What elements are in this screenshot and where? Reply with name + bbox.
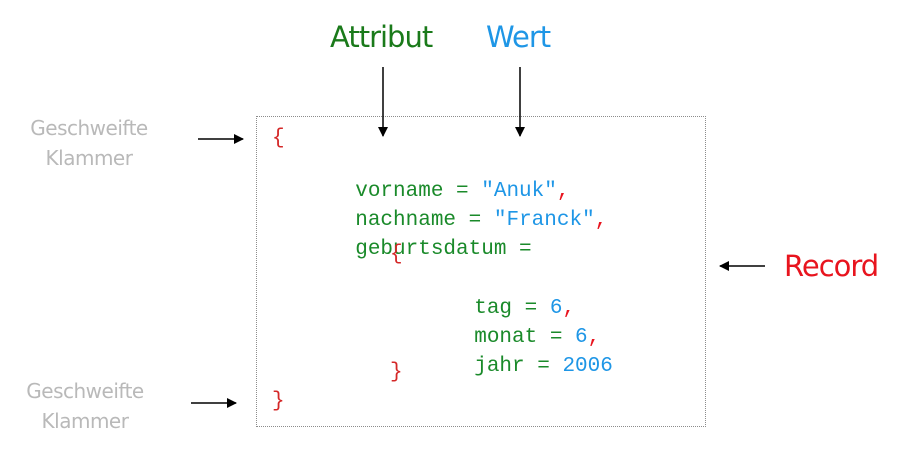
field-op: = [443,180,482,203]
record-label: Record [784,249,879,283]
field-value: "Franck" [493,209,595,232]
record-box [256,116,706,427]
closing-brace-label: Geschweifte Klammer [8,376,162,436]
field-line-vorname: vorname = "Anuk", [330,156,569,204]
value-heading: Wert [486,20,551,54]
opening-brace-label-line-1: Geschweifte [30,116,148,140]
field-value: "Anuk" [481,180,557,203]
nested-field-value: 6 [575,326,588,349]
field-line-geburtsdatum: geburtsdatum = [330,214,532,262]
nested-field-separator: , [562,297,576,320]
nested-field-attr: jahr [474,355,525,378]
nested-field-op: = [512,297,550,320]
field-attr: nachname [355,209,457,232]
nested-close-brace: } [390,361,403,384]
field-op: = [506,238,532,261]
nested-field-value: 6 [549,297,563,320]
field-line-nachname: nachname = "Franck", [330,185,607,233]
nested-field-separator: , [587,326,601,349]
field-op: = [456,209,494,232]
nested-field-value: 2006 [562,355,613,378]
field-separator: , [594,209,608,232]
nested-field-attr: monat [474,326,538,349]
field-attr: geburtsdatum [355,238,507,261]
nested-open-brace: { [390,243,403,266]
nested-field-op: = [524,355,563,378]
closing-brace-label-line-1: Geschweifte [26,379,144,403]
attribute-heading: Attribut [330,20,433,54]
nested-field-line-tag: tag = 6, [449,273,575,321]
field-separator: , [556,180,570,203]
nested-field-attr: tag [474,297,513,320]
opening-brace-label-line-2: Klammer [45,146,133,170]
record-close-brace: } [272,390,285,413]
closing-brace-label-line-2: Klammer [41,409,129,433]
opening-brace-label: Geschweifte Klammer [12,113,166,173]
nested-field-op: = [537,326,576,349]
nested-field-line-jahr: jahr = 2006 [449,331,613,379]
record-open-brace: { [272,127,285,150]
nested-field-line-monat: monat = 6, [449,302,600,350]
field-attr: vorname [355,180,444,203]
